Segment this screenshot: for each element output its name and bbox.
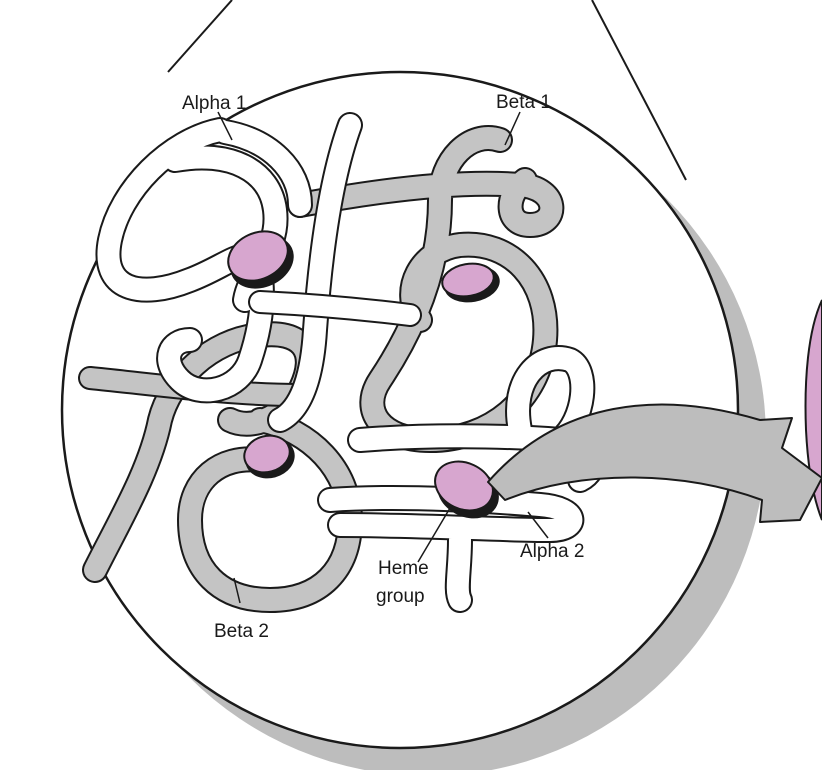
heme-label-line2: group [376, 586, 425, 607]
heme-label-line1: Heme [378, 558, 429, 579]
beta1-label: Beta 1 [496, 92, 551, 113]
zoom-line-left [168, 0, 232, 72]
beta2-label: Beta 2 [214, 621, 269, 642]
alpha-strand-middle-fill [260, 302, 410, 315]
alpha1-label: Alpha 1 [182, 93, 246, 114]
alpha2-label: Alpha 2 [520, 541, 584, 562]
